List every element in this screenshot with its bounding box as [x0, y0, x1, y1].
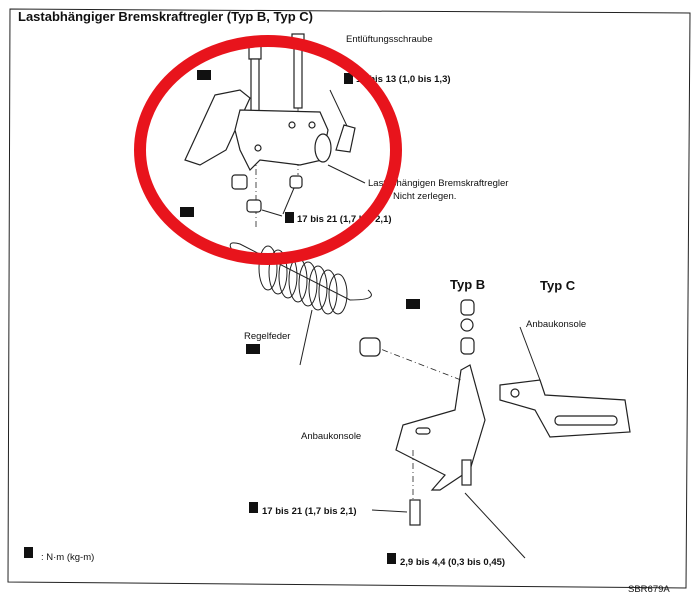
- diagram-title: Lastabhängiger Bremskraftregler (Typ B, …: [18, 9, 313, 24]
- type-b-bracket: [359, 299, 526, 559]
- figure-frame: [7, 8, 691, 589]
- label-regulator-note: Nicht zerlegen.: [393, 191, 456, 202]
- label-type-c: Typ C: [540, 278, 576, 293]
- label-bleeder-torque: 10 bis 13 (1,0 bis 1,3): [356, 74, 451, 85]
- figure-code: SBR679A: [628, 584, 670, 595]
- bleeder-screw-part: [329, 89, 356, 153]
- label-type-b: Typ B: [450, 277, 485, 292]
- label-regulator-nut-torque: 17 bis 21 (1,7 bis 2,1): [297, 214, 392, 225]
- label-bracket-c: Anbaukonsole: [526, 319, 586, 330]
- torque-wrench-icons: [24, 70, 420, 564]
- legend-unit: : N·m (kg-m): [41, 552, 94, 563]
- label-regulator: Lastabhängigen Bremskraftregler: [368, 178, 508, 189]
- label-bleeder-screw: Entlüftungsschraube: [346, 34, 433, 45]
- highlight-circle: [134, 35, 402, 265]
- label-bracket-b: Anbaukonsole: [301, 431, 361, 442]
- regulator-body: [184, 89, 366, 184]
- type-c-bracket: [499, 326, 631, 438]
- label-spring: Regelfeder: [244, 331, 290, 342]
- nuts-washers: [231, 174, 303, 217]
- label-bracket-bolt-torque: 17 bis 21 (1,7 bis 2,1): [262, 506, 357, 517]
- label-lower-bolt-torque: 2,9 bis 4,4 (0,3 bis 0,45): [400, 557, 505, 568]
